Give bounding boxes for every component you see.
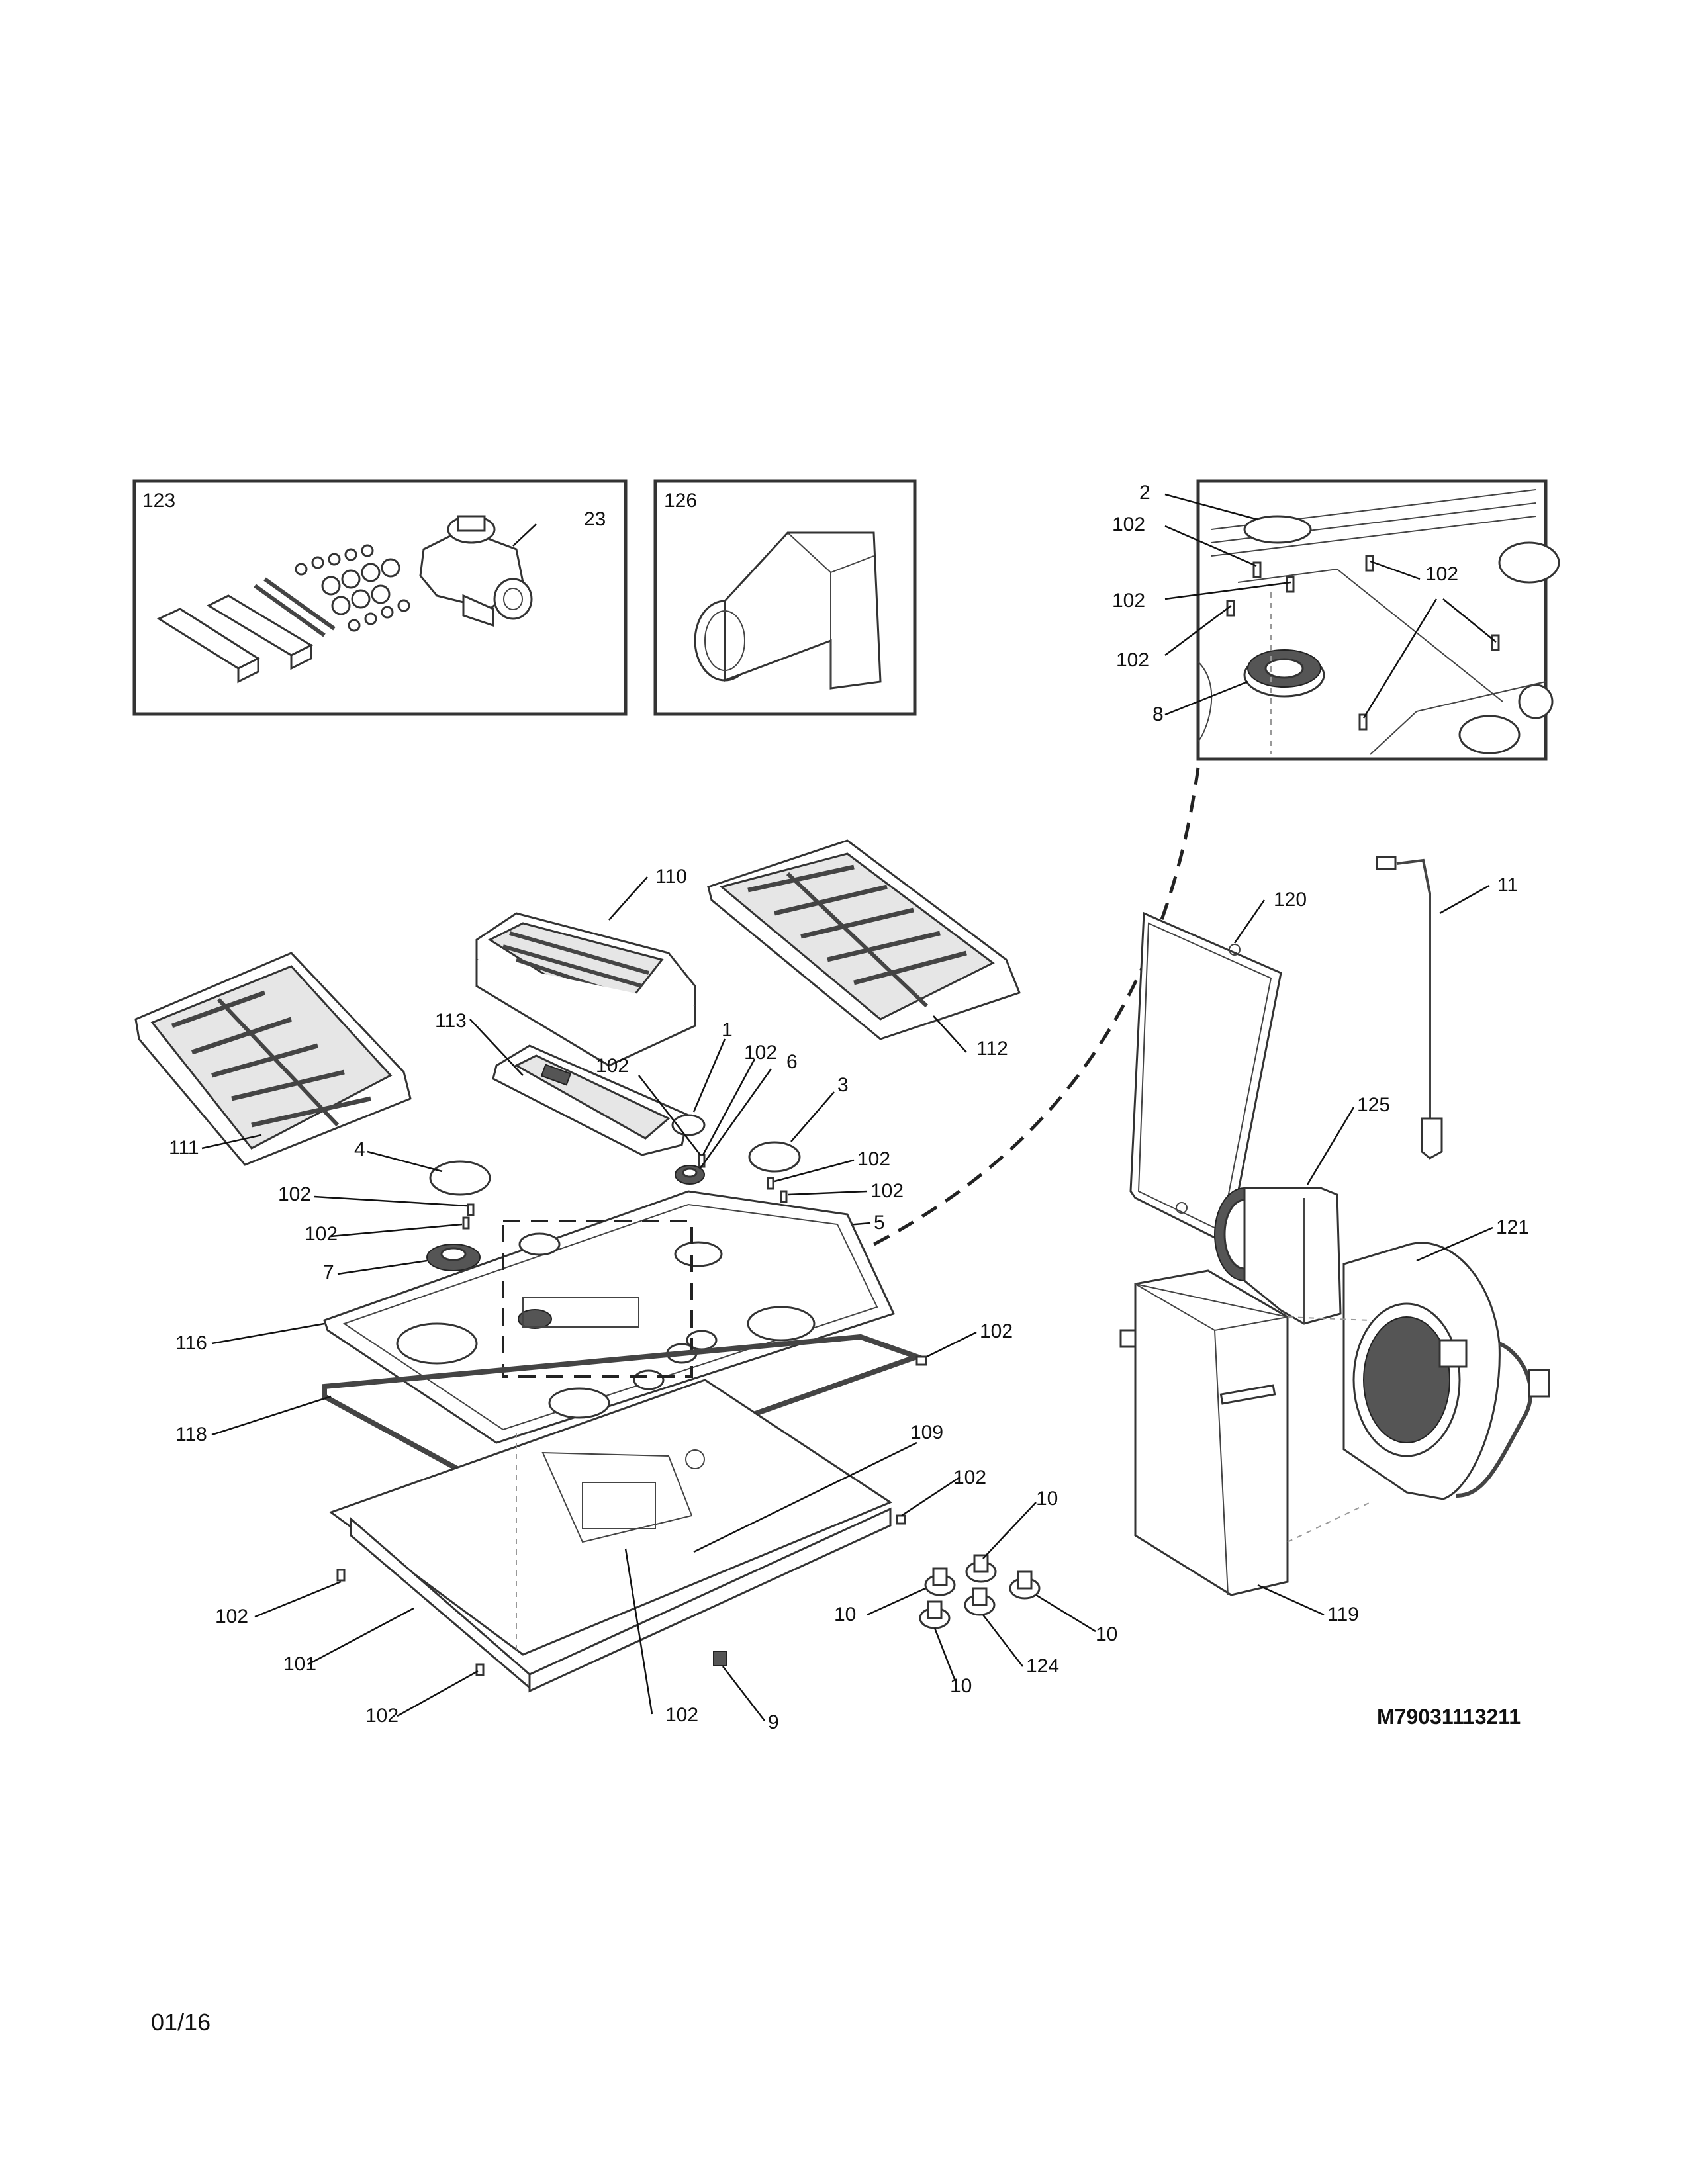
callout-9: 9 bbox=[768, 1711, 779, 1733]
nuts-and-screws bbox=[295, 544, 410, 632]
valve-9 bbox=[713, 1651, 727, 1666]
callout-102: 102 bbox=[365, 1705, 399, 1727]
center-grate bbox=[475, 912, 696, 1067]
callout-10: 10 bbox=[834, 1604, 857, 1625]
inset-label-duct-adapter: 126 bbox=[664, 490, 698, 512]
burner-cap-4 bbox=[429, 1160, 491, 1196]
cooktop-surface-detail bbox=[1197, 489, 1560, 755]
callout-8: 8 bbox=[1152, 704, 1164, 725]
callout-101: 101 bbox=[283, 1653, 317, 1675]
callout-102: 102 bbox=[665, 1704, 699, 1726]
callout-102: 102 bbox=[1112, 514, 1146, 535]
callout-120: 120 bbox=[1274, 889, 1307, 911]
power-cord bbox=[1376, 856, 1443, 1160]
callout-102: 102 bbox=[1116, 649, 1150, 671]
blower-assembly bbox=[1342, 1242, 1550, 1500]
callout-10: 10 bbox=[1036, 1488, 1058, 1510]
center-burner bbox=[518, 1297, 639, 1329]
callout-110: 110 bbox=[655, 866, 687, 887]
callout-23: 23 bbox=[584, 508, 606, 530]
model-number: M79031113211 bbox=[1377, 1705, 1521, 1729]
callout-102: 102 bbox=[744, 1042, 778, 1064]
burner-base-detail bbox=[1243, 592, 1325, 754]
burner-base-7 bbox=[426, 1244, 481, 1271]
callout-116: 116 bbox=[175, 1332, 207, 1354]
inset-burner-detail bbox=[1164, 479, 1560, 761]
duct-elbow bbox=[1214, 1187, 1342, 1325]
callout-2: 2 bbox=[1139, 482, 1150, 504]
inset-label-hardware-kit: 123 bbox=[142, 490, 176, 512]
burner-base-6 bbox=[675, 1165, 705, 1185]
detail-reference-arc bbox=[839, 767, 1200, 1263]
cooktop-top bbox=[323, 1190, 896, 1444]
callout-4: 4 bbox=[354, 1138, 365, 1160]
callout-119: 119 bbox=[1327, 1604, 1359, 1625]
callout-102: 102 bbox=[596, 1055, 630, 1077]
gas-regulator bbox=[419, 515, 533, 627]
callout-118: 118 bbox=[175, 1424, 207, 1445]
burner-box bbox=[328, 1379, 893, 1693]
callout-102: 102 bbox=[953, 1467, 987, 1488]
callout-125: 125 bbox=[1357, 1094, 1391, 1116]
callout-111: 111 bbox=[169, 1137, 199, 1159]
grate-left bbox=[134, 952, 412, 1166]
callout-121: 121 bbox=[1496, 1216, 1530, 1238]
callout-6: 6 bbox=[786, 1051, 798, 1073]
callout-113: 113 bbox=[435, 1010, 467, 1032]
callout-109: 109 bbox=[910, 1422, 944, 1443]
center-section-outline bbox=[502, 1220, 693, 1378]
callout-102: 102 bbox=[1112, 590, 1146, 612]
callout-10: 10 bbox=[1096, 1623, 1118, 1645]
callout-102: 102 bbox=[1425, 563, 1459, 585]
callout-102: 102 bbox=[980, 1320, 1013, 1342]
callout-5: 5 bbox=[874, 1212, 885, 1234]
mounting-brackets bbox=[156, 594, 314, 684]
inset-hardware-kit bbox=[132, 479, 628, 716]
callout-102: 102 bbox=[215, 1606, 249, 1627]
vent-housing bbox=[1119, 1269, 1371, 1596]
callout-10: 10 bbox=[950, 1675, 972, 1697]
control-knobs bbox=[919, 1554, 1041, 1629]
callout-3: 3 bbox=[837, 1074, 849, 1096]
callout-11: 11 bbox=[1497, 874, 1519, 896]
center-tray bbox=[492, 1044, 690, 1156]
callout-102: 102 bbox=[857, 1148, 891, 1170]
grate-right bbox=[707, 839, 1021, 1040]
callout-112: 112 bbox=[976, 1038, 1008, 1060]
callout-124: 124 bbox=[1026, 1655, 1060, 1677]
callout-1: 1 bbox=[722, 1019, 733, 1041]
inset-duct-adapter bbox=[653, 479, 917, 716]
long-bolts bbox=[254, 577, 336, 637]
callout-102: 102 bbox=[305, 1223, 338, 1245]
burner-cap-3 bbox=[748, 1141, 801, 1173]
callout-102: 102 bbox=[278, 1183, 312, 1205]
callout-7: 7 bbox=[323, 1261, 334, 1283]
callout-102: 102 bbox=[870, 1180, 904, 1202]
page-date: 01/16 bbox=[151, 2009, 211, 2036]
